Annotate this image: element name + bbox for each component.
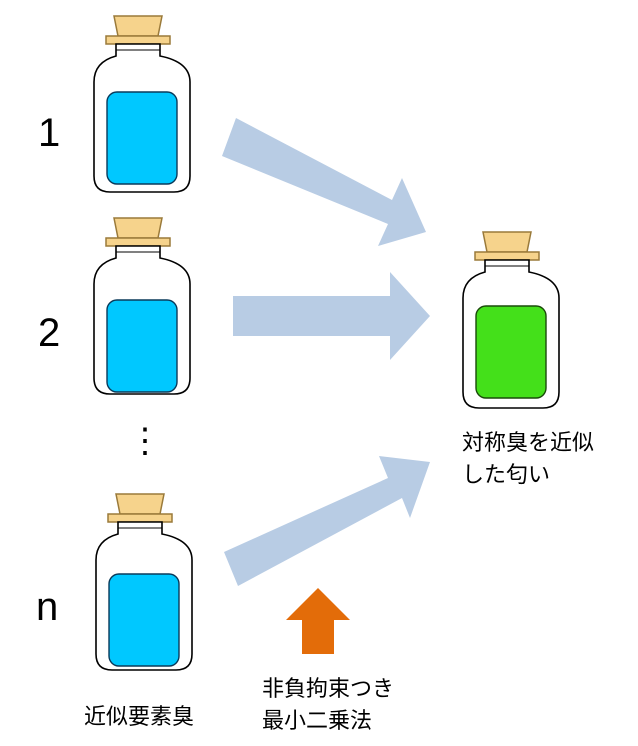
- arrow-1-to-target: [222, 118, 426, 246]
- method-label-line1: 非負拘束つき: [262, 677, 394, 702]
- element-odor-label: 近似要素臭: [84, 705, 194, 730]
- bottle-label-2: 2: [38, 311, 60, 355]
- arrow-n-to-target: [224, 456, 430, 586]
- bottle-label-ellipsis: ⋮: [128, 422, 162, 460]
- arrow-2-to-target: [233, 272, 430, 360]
- element-bottle-1: [93, 15, 191, 193]
- target-bottle: [462, 231, 560, 409]
- element-liquid: [106, 299, 178, 393]
- bottle-label-n: n: [36, 585, 58, 629]
- element-liquid: [106, 91, 178, 185]
- element-bottle-n: [95, 493, 193, 671]
- bottle-label-1: 1: [38, 111, 60, 155]
- target-liquid: [475, 305, 547, 399]
- target-label-line2: した匂い: [462, 463, 550, 488]
- element-bottle-2: [93, 217, 191, 395]
- target-label-line1: 対称臭を近似: [462, 431, 594, 456]
- method-arrow: [286, 588, 350, 654]
- method-label-line2: 最小二乗法: [262, 709, 372, 734]
- element-liquid: [108, 573, 180, 667]
